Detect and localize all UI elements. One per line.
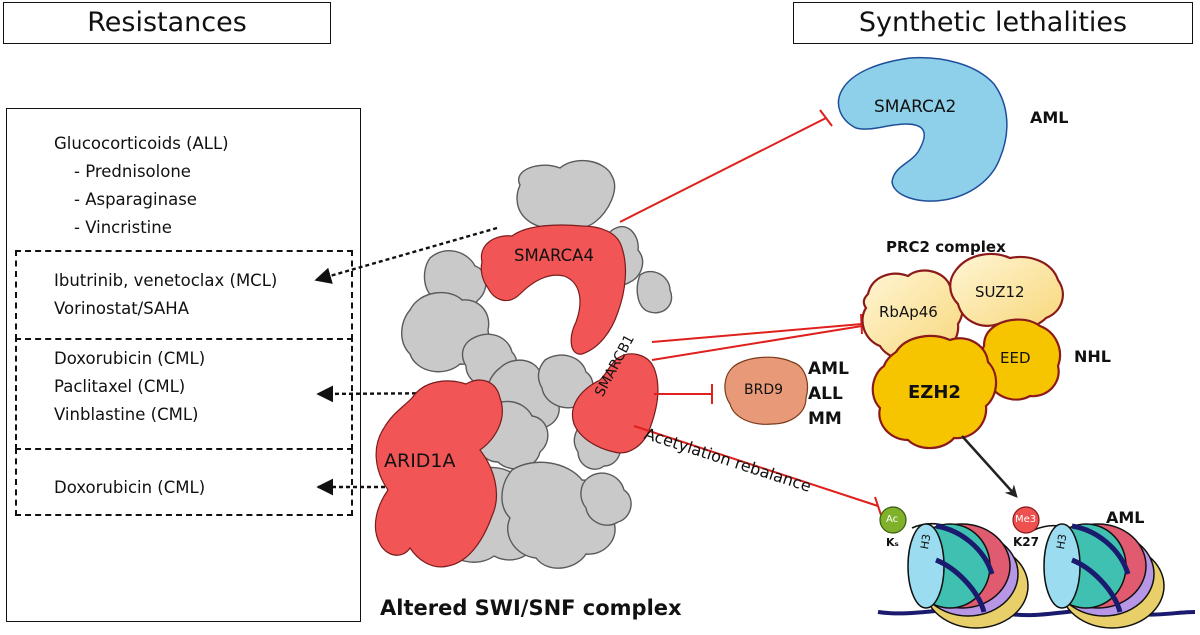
brd9-disease-aml: AML (808, 359, 849, 379)
smarca2-shape (837, 56, 1008, 202)
arid1a-subunit (374, 379, 503, 568)
brd9-disease-all: ALL (808, 384, 843, 404)
resistance-group-smarca4: Ibutrinib, venetoclax (MCL) Vorinostat/S… (54, 267, 277, 323)
suz12-shape (949, 252, 1064, 330)
resistance-group-smarca4-box (15, 250, 353, 340)
eed-shape (978, 318, 1062, 401)
ezh2-methylation-arrow (961, 435, 1018, 498)
resistance-group-smarcb1: Doxorubicin (CML) Paclitaxel (CML) Vinbl… (54, 345, 205, 429)
resistance-item: - Asparaginase (74, 190, 197, 209)
ezh2-label: EZH2 (908, 382, 961, 403)
brd9-disease-mm: MM (808, 409, 842, 429)
acetyl-mark (879, 506, 907, 534)
resistance-arrow-smarca4 (314, 226, 498, 284)
resistance-item: - Prednisolone (74, 162, 191, 181)
smarca2-label: SMARCA2 (874, 97, 957, 117)
arid1a-label: ARID1A (384, 450, 456, 472)
complex-caption: Altered SWI/SNF complex (380, 596, 682, 620)
acetyl-site-label: Kₛ (886, 536, 899, 549)
resistance-item: Doxorubicin (CML) (54, 478, 206, 497)
ezh2-shape (871, 334, 998, 450)
brd9-shape (724, 356, 809, 425)
prc2-disease: NHL (1074, 347, 1111, 366)
resistance-item: - Vincristine (74, 218, 172, 237)
resistance-item: Paclitaxel (CML) (54, 377, 186, 396)
nucleosome-2 (1043, 523, 1165, 629)
resistances-panel (6, 108, 361, 622)
acetyl-mark-label: Ac (886, 514, 899, 525)
resistance-item: Doxorubicin (CML) (54, 349, 206, 368)
resistance-item: Glucocorticoids (ALL) (54, 134, 229, 153)
histone-h3-label-2: H3 (1054, 532, 1070, 551)
resistance-group-arid1a-box (15, 448, 353, 516)
resistance-item: Vorinostat/SAHA (54, 299, 189, 318)
synthetic-lethalities-header: Synthetic lethalities (793, 2, 1193, 44)
methyl-site-label: K27 (1013, 535, 1039, 549)
histone-h3-label-1: H3 (918, 532, 934, 551)
suz12-label: SUZ12 (975, 283, 1025, 301)
brd9-label: BRD9 (744, 382, 784, 398)
smarca4-subunit (480, 224, 627, 355)
resistance-group-arid1a: Doxorubicin (CML) (54, 474, 205, 502)
prc2-title: PRC2 complex (886, 238, 1006, 256)
resistance-item: Ibutrinib, venetoclax (MCL) (54, 271, 278, 290)
smarca4-label: SMARCA4 (514, 246, 594, 265)
eed-label: EED (1000, 349, 1031, 367)
resistance-item: Vinblastine (CML) (54, 405, 199, 424)
resistance-group-glucocorticoids: Glucocorticoids (ALL) - Prednisolone - A… (54, 130, 229, 242)
inhibition-lines (619, 109, 882, 516)
methyl-mark-label: Me3 (1015, 514, 1037, 525)
smarcb1-subunit (571, 353, 659, 454)
nucleosome-1 (907, 523, 1029, 629)
smarca2-disease: AML (1030, 108, 1069, 127)
resistances-header: Resistances (3, 2, 331, 44)
rbap46-label: RbAp46 (879, 303, 938, 321)
chromatin-disease: AML (1106, 508, 1145, 527)
methyl-mark (1012, 506, 1040, 534)
